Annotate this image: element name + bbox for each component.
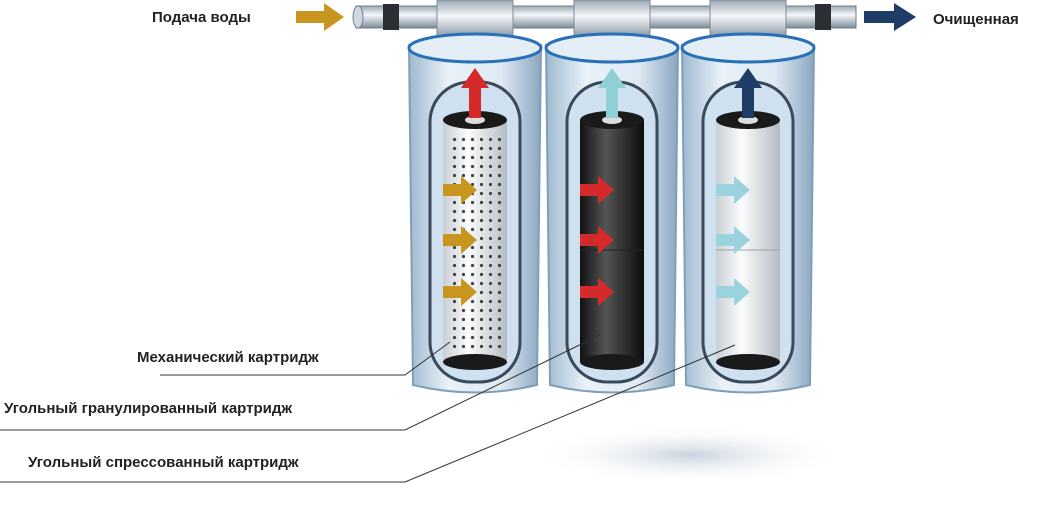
filter-housing-1 [407,0,543,394]
filter-housing-2 [544,0,680,394]
inlet-arrow-icon [296,3,344,31]
filter-housing-3 [680,0,816,394]
label-mechanical: Механический картридж [137,349,319,366]
inflow-arrow-icon [716,176,750,204]
housing-cap [680,32,816,64]
housing-cap [407,32,543,64]
outlet-arrow-icon [864,3,916,31]
up-flow-arrow-icon [734,68,762,118]
inflow-arrow-icon [580,226,614,254]
inflow-arrow-icon [443,226,477,254]
up-flow-arrow-icon [461,68,489,118]
up-flow-arrow-icon [598,68,626,118]
cartridge-bottom-cap [716,354,780,370]
leader-lines [0,334,736,483]
housing-cap [544,32,680,64]
floor-shadow [530,425,850,485]
inlet-label: Подача воды [152,9,251,26]
inflow-arrow-icon [580,278,614,306]
label-granulated-carbon: Угольный гранулированный картридж [4,400,292,417]
inflow-arrow-icon [716,278,750,306]
outlet-label: Очищенная [933,11,1019,28]
cartridge-bottom-cap [443,354,507,370]
housing-head [709,0,787,41]
inflow-arrow-icon [716,226,750,254]
inflow-arrow-icon [580,176,614,204]
inflow-arrow-icon [443,176,477,204]
label-pressed-carbon: Угольный спрессованный картридж [28,454,299,471]
cartridge-bottom-cap [580,354,644,370]
inflow-arrow-icon [443,278,477,306]
